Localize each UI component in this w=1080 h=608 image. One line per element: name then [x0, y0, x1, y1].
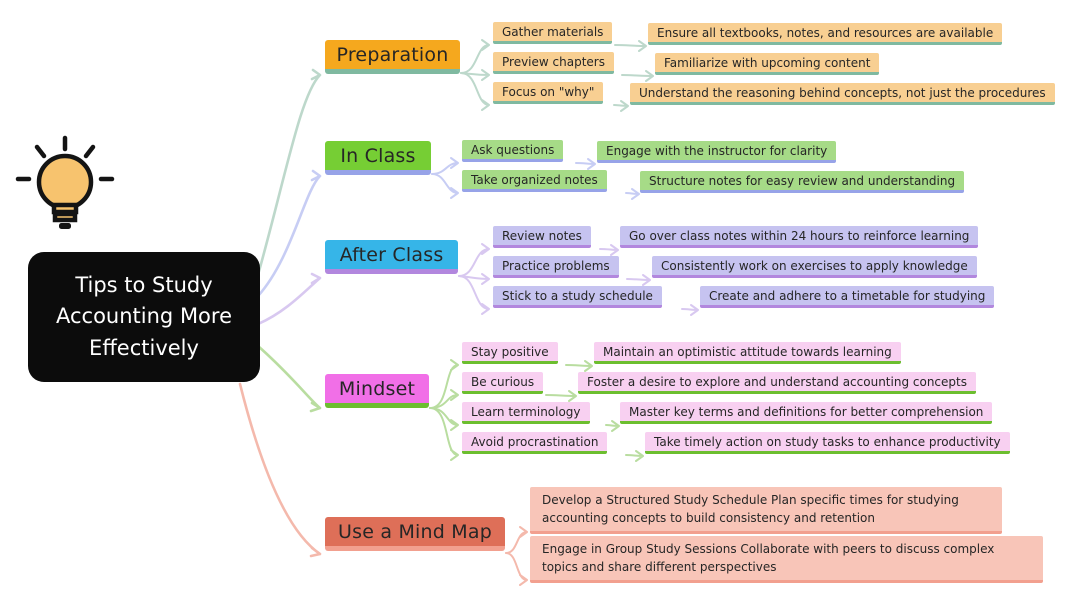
detail-ask-questions: Engage with the instructor for clarity: [597, 141, 837, 163]
keyword-be-curious: Be curious: [462, 372, 544, 394]
detail-stick-to-study-schedule: Create and adhere to a timetable for stu…: [700, 286, 995, 308]
branch-after-class: After Class: [325, 240, 458, 274]
central-topic: Tips to Study Accounting More Effectivel…: [28, 252, 260, 382]
lightbulb-icon: [12, 134, 118, 240]
keyword-learn-terminology: Learn terminology: [462, 402, 590, 424]
keyword-take-organized-notes: Take organized notes: [462, 170, 607, 192]
detail-structured-study-schedule: Develop a Structured Study Schedule Plan…: [530, 487, 1002, 534]
detail-focus-on-why: Understand the reasoning behind concepts…: [630, 83, 1055, 105]
detail-gather-materials: Ensure all textbooks, notes, and resourc…: [648, 23, 1003, 45]
branch-in-class: In Class: [325, 141, 431, 175]
keyword-preview-chapters: Preview chapters: [493, 52, 614, 74]
detail-review-notes: Go over class notes within 24 hours to r…: [620, 226, 979, 248]
keyword-gather-materials: Gather materials: [493, 22, 613, 44]
keyword-avoid-procrastination: Avoid procrastination: [462, 432, 608, 454]
detail-avoid-procrastination: Take timely action on study tasks to enh…: [645, 432, 1010, 454]
detail-stay-positive: Maintain an optimistic attitude towards …: [594, 342, 901, 364]
keyword-stick-to-study-schedule: Stick to a study schedule: [493, 286, 662, 308]
detail-learn-terminology: Master key terms and definitions for bet…: [620, 402, 993, 424]
detail-be-curious: Foster a desire to explore and understan…: [578, 372, 976, 394]
keyword-review-notes: Review notes: [493, 226, 591, 248]
keyword-practice-problems: Practice problems: [493, 256, 619, 278]
detail-take-organized-notes: Structure notes for easy review and unde…: [640, 171, 965, 193]
detail-preview-chapters: Familiarize with upcoming content: [655, 53, 880, 75]
detail-practice-problems: Consistently work on exercises to apply …: [652, 256, 977, 278]
branch-mindset: Mindset: [325, 374, 429, 408]
keyword-stay-positive: Stay positive: [462, 342, 558, 364]
detail-group-study-sessions: Engage in Group Study Sessions Collabora…: [530, 536, 1043, 583]
branch-use-a-mind-map: Use a Mind Map: [325, 517, 505, 551]
keyword-focus-on-why: Focus on "why": [493, 82, 604, 104]
keyword-ask-questions: Ask questions: [462, 140, 564, 162]
branch-preparation: Preparation: [325, 40, 460, 74]
